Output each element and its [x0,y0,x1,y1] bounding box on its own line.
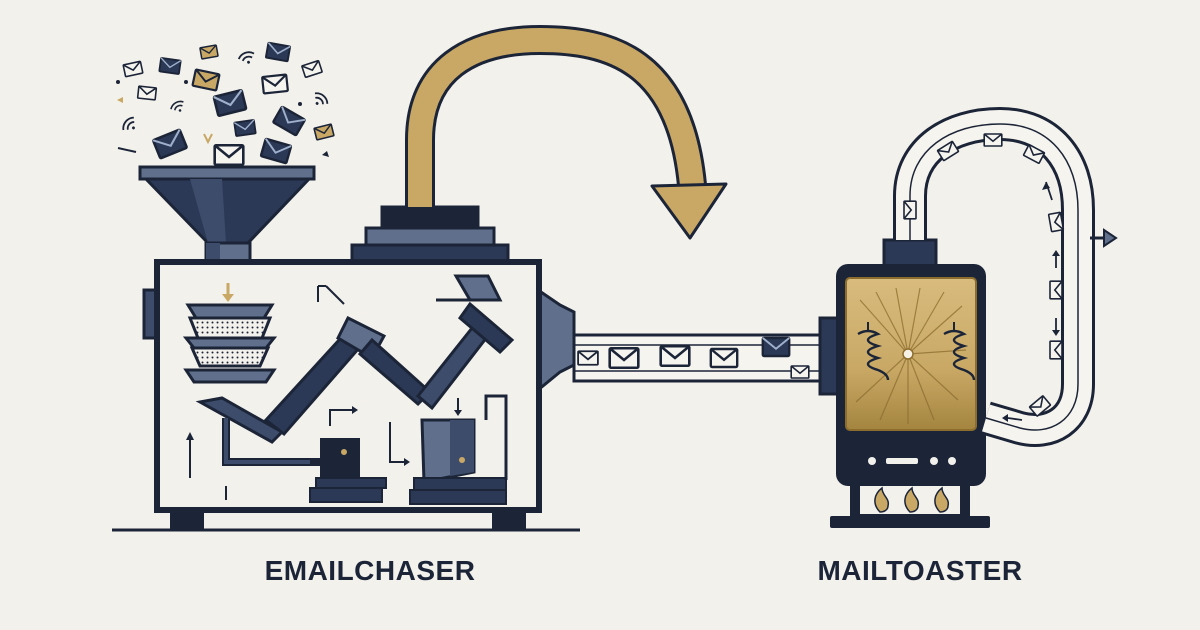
envelope-icon [761,336,791,358]
wifi-signal-icon [236,49,258,68]
mailtoaster-machine [818,238,990,528]
envelope-icon [158,57,182,75]
envelope-icon [983,133,1003,147]
envelope-icon [271,105,307,137]
return-loop-conveyor [893,106,1118,447]
envelope-icon [259,137,293,165]
envelope-icon [1049,340,1063,360]
wifi-signal-icon [168,98,188,116]
envelope-icon [1049,280,1063,300]
envelope-icon [212,88,248,118]
wifi-signal-icon [309,89,331,111]
envelope-icon [191,68,221,92]
envelope-icon [903,200,917,220]
envelope-icon [1047,211,1065,233]
envelope-icon [199,44,219,60]
emailchaser-label: EMAILCHASER [264,555,476,586]
envelope-icon [233,119,257,137]
envelope-icon [136,85,158,101]
email-conveyor [572,333,832,383]
envelope-icon [122,60,144,78]
transfer-arrow [405,24,728,240]
envelope-icon [313,123,335,141]
envelope-icon [790,365,810,379]
flame-icon [934,486,950,513]
envelope-icon [300,59,324,79]
envelope-icon [577,350,599,366]
flame-icon [874,486,890,513]
envelope-icon [709,347,739,369]
envelope-icon [213,143,245,167]
envelope-icon [659,344,691,368]
envelope-icon [608,346,640,370]
incoming-emails-cloud [116,41,335,167]
envelope-icon [261,73,289,95]
emailchaser-machine [142,205,576,530]
envelope-icon [151,128,189,160]
wifi-signal-icon [119,114,141,136]
flame-icon [904,486,920,513]
envelope-icon [264,41,292,63]
mailtoaster-label: MAILTOASTER [817,555,1023,586]
